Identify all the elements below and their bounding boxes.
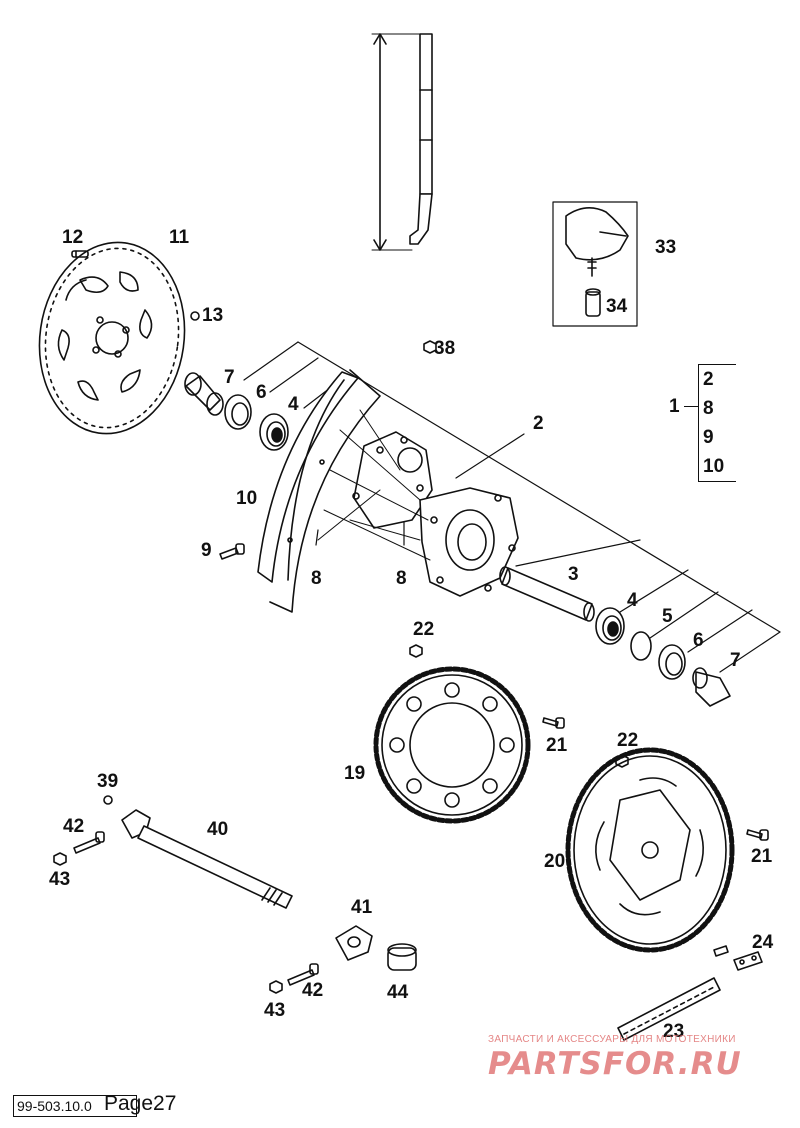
bracket-item: 10 xyxy=(703,456,725,477)
part-label-4-left: 4 xyxy=(288,394,299,415)
bearing-right xyxy=(595,607,625,645)
part-label-42-bottom: 42 xyxy=(302,980,324,1001)
spacer-left xyxy=(184,372,224,416)
part-label-4-right: 4 xyxy=(627,590,638,611)
part-label-19: 19 xyxy=(344,763,366,784)
chain-adjuster-nut-2 xyxy=(269,980,283,994)
part-label-20: 20 xyxy=(544,851,566,872)
seal-left xyxy=(224,394,252,430)
disc-bolt xyxy=(71,250,89,258)
part-label-8-left: 8 xyxy=(311,568,322,589)
chain-adjuster-bolt-2 xyxy=(287,963,319,986)
sprocket-nut-1 xyxy=(409,644,423,658)
part-label-23: 23 xyxy=(663,1021,685,1042)
part-label-13: 13 xyxy=(202,305,224,326)
sprocket-bolt-2 xyxy=(746,829,769,841)
axle-cap-nut xyxy=(387,943,417,971)
part-label-10: 10 xyxy=(236,488,258,509)
sprocket-small xyxy=(565,747,735,953)
watermark-logo: PARTSFOR.RU xyxy=(488,1046,742,1082)
part-label-38: 38 xyxy=(434,338,456,359)
watermark-subtitle: ЗАПЧАСТИ И АКСЕССУАРЫ ДЛЯ МОТОТЕХНИКИ xyxy=(488,1034,736,1045)
part-label-5: 5 xyxy=(662,606,673,627)
circlip xyxy=(630,631,652,661)
part-label-1: 1 xyxy=(669,396,680,417)
part-label-11: 11 xyxy=(169,227,190,248)
disc-nut xyxy=(190,311,200,321)
wheel-hub xyxy=(317,409,519,597)
rim xyxy=(257,369,381,613)
part-label-21-top: 21 xyxy=(546,735,568,756)
chain-adjuster xyxy=(335,925,373,961)
spacer-right xyxy=(692,667,731,707)
bracket-item: 2 xyxy=(703,369,714,390)
spoke-drawing xyxy=(371,33,433,251)
document-code: 99-503.10.0 xyxy=(13,1095,137,1117)
part-label-7-left: 7 xyxy=(224,367,235,388)
part-label-9: 9 xyxy=(201,540,212,561)
chain-adjuster-bolt-1 xyxy=(73,831,105,854)
part-label-3: 3 xyxy=(568,564,579,585)
assembly-bracket-list: 2 8 9 10 xyxy=(698,364,736,482)
spacer-tube xyxy=(499,566,595,622)
bracket-connector xyxy=(684,406,698,407)
part-label-6-left: 6 xyxy=(256,382,267,403)
part-label-22-bottom: 22 xyxy=(617,730,639,751)
part-label-42-left: 42 xyxy=(63,816,85,837)
bracket-item: 8 xyxy=(703,398,714,419)
axle xyxy=(121,809,293,909)
part-label-40: 40 xyxy=(207,819,229,840)
seal-right xyxy=(658,644,686,680)
part-label-21-bottom: 21 xyxy=(751,846,773,867)
sprocket-bolt-1 xyxy=(542,717,565,729)
valve-cap xyxy=(565,207,629,277)
part-label-24: 24 xyxy=(752,932,774,953)
part-label-43-bottom: 43 xyxy=(264,1000,286,1021)
page-number: Page27 xyxy=(104,1092,177,1115)
part-label-43-left: 43 xyxy=(49,869,71,890)
brake-disc xyxy=(38,241,186,435)
chain-link xyxy=(713,945,763,971)
part-label-41: 41 xyxy=(351,897,373,918)
part-label-6-right: 6 xyxy=(693,630,704,651)
bracket-item: 9 xyxy=(703,427,714,448)
part-label-44: 44 xyxy=(387,982,409,1003)
part-label-2: 2 xyxy=(533,413,544,434)
valve-box xyxy=(552,201,638,327)
valve-insert xyxy=(585,288,601,317)
axle-nut-small xyxy=(103,795,113,805)
part-label-33: 33 xyxy=(655,237,677,258)
chain xyxy=(617,977,721,1041)
sprocket-nut-2 xyxy=(615,754,629,768)
part-label-22-top: 22 xyxy=(413,619,435,640)
spoke-nipple xyxy=(219,543,245,560)
chain-adjuster-nut-1 xyxy=(53,852,67,866)
sprocket-large xyxy=(373,666,531,824)
small-nut-38 xyxy=(423,340,437,354)
part-label-12: 12 xyxy=(62,227,84,248)
part-label-34: 34 xyxy=(606,296,628,317)
part-label-39: 39 xyxy=(97,771,119,792)
bearing-left xyxy=(259,413,289,451)
part-label-7-right: 7 xyxy=(730,650,741,671)
part-label-8-right: 8 xyxy=(396,568,407,589)
